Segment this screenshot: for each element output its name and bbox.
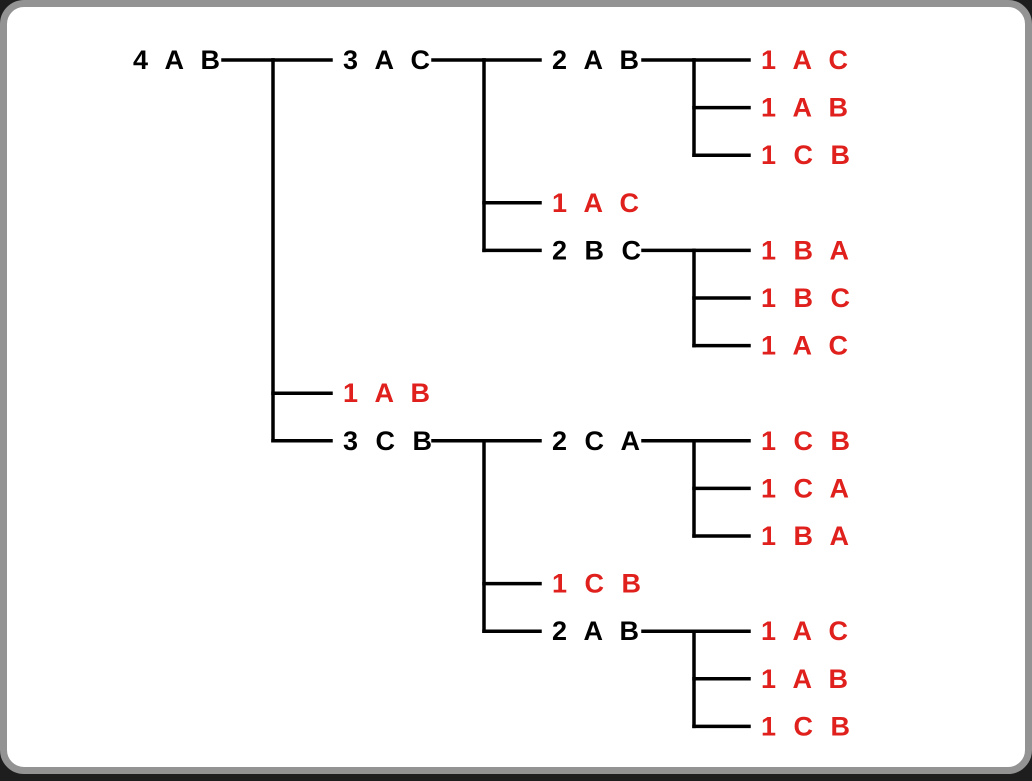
leaf-move-label: 1 A C xyxy=(761,616,853,646)
leaf-move-label: 1 B A xyxy=(761,521,854,551)
leaf-move-label: 1 A B xyxy=(761,664,853,694)
leaf-move-label: 1 A C xyxy=(761,331,853,361)
leaf-move-label: 1 A C xyxy=(761,45,853,75)
subproblem-label: 3 A C xyxy=(343,45,435,75)
leaf-move-label: 1 A B xyxy=(343,378,435,408)
subproblem-label: 2 A B xyxy=(552,45,644,75)
leaf-move-label: 1 A B xyxy=(761,93,853,123)
leaf-move-label: 1 C A xyxy=(761,473,854,503)
leaf-move-label: 1 C B xyxy=(761,711,855,741)
leaf-move-label: 1 B A xyxy=(761,235,854,265)
tree-edges xyxy=(221,58,751,729)
leaf-move-label: 1 B C xyxy=(761,283,855,313)
leaf-move-label: 1 C B xyxy=(552,569,646,599)
subproblem-label: 2 B C xyxy=(552,235,646,265)
subproblem-label: 2 A B xyxy=(552,616,644,646)
leaf-move-label: 1 C B xyxy=(761,140,855,170)
subproblem-label: 3 C B xyxy=(343,426,437,456)
leaf-move-label: 1 A C xyxy=(552,188,644,218)
hanoi-recursion-tree: 4 A B 3 A C 2 A B 1 A C 1 A B 1 C B 1 A C 2 B C… xyxy=(133,45,855,741)
tree-nodes: 4 A B 3 A C 2 A B 1 A C 1 A B 1 C B 1 A C 2 B C… xyxy=(133,45,855,741)
leaf-move-label: 1 C B xyxy=(761,426,855,456)
subproblem-label: 2 C A xyxy=(552,426,645,456)
subproblem-label: 4 A B xyxy=(133,45,225,75)
